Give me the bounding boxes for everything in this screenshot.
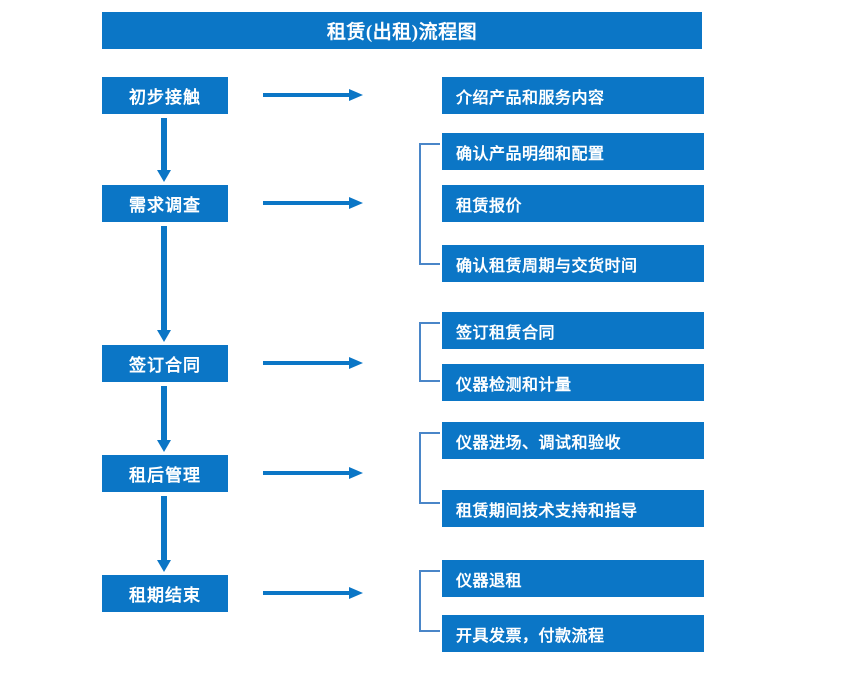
stage-box-5[interactable]: 租期结束 <box>102 575 228 612</box>
stage-box-2[interactable]: 需求调查 <box>102 185 228 222</box>
arrow-stage-4-to-details <box>263 465 363 481</box>
detail-box-3-2[interactable]: 仪器检测和计量 <box>442 364 704 401</box>
page-title: 租赁(出租)流程图 <box>102 12 702 49</box>
detail-box-1-1[interactable]: 介绍产品和服务内容 <box>442 77 704 114</box>
detail-box-2-1[interactable]: 确认产品明细和配置 <box>442 133 704 170</box>
arrow-stage-4-to-stage-5 <box>156 496 172 572</box>
detail-box-4-1[interactable]: 仪器进场、调试和验收 <box>442 422 704 459</box>
bracket-group-3 <box>418 322 442 382</box>
stage-box-1[interactable]: 初步接触 <box>102 77 228 114</box>
detail-box-4-2[interactable]: 租赁期间技术支持和指导 <box>442 490 704 527</box>
bracket-group-5 <box>418 570 442 632</box>
detail-box-5-1[interactable]: 仪器退租 <box>442 560 704 597</box>
bracket-group-2 <box>418 143 442 265</box>
arrow-stage-2-to-details <box>263 195 363 211</box>
arrow-stage-3-to-details <box>263 355 363 371</box>
stage-box-4[interactable]: 租后管理 <box>102 455 228 492</box>
detail-box-2-2[interactable]: 租赁报价 <box>442 185 704 222</box>
arrow-stage-5-to-details <box>263 585 363 601</box>
arrow-stage-1-to-stage-2 <box>156 118 172 182</box>
detail-box-3-1[interactable]: 签订租赁合同 <box>442 312 704 349</box>
detail-box-5-2[interactable]: 开具发票，付款流程 <box>442 615 704 652</box>
bracket-group-4 <box>418 432 442 504</box>
arrow-stage-3-to-stage-4 <box>156 386 172 452</box>
stage-box-3[interactable]: 签订合同 <box>102 345 228 382</box>
arrow-stage-2-to-stage-3 <box>156 226 172 342</box>
arrow-stage-1-to-details <box>263 87 363 103</box>
detail-box-2-3[interactable]: 确认租赁周期与交货时间 <box>442 245 704 282</box>
